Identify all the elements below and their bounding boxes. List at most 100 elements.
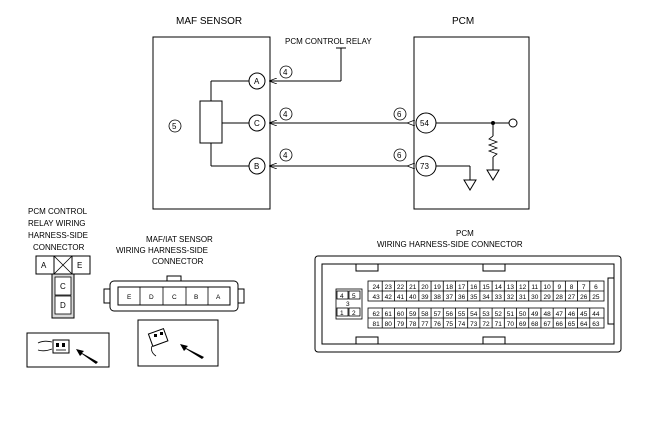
svg-text:A: A bbox=[254, 77, 260, 86]
pcm-pin-10: 10 bbox=[543, 284, 551, 291]
pcm-pin-7: 7 bbox=[582, 284, 586, 291]
pcm-pin-8: 8 bbox=[570, 284, 574, 291]
pcm-pin-69: 69 bbox=[519, 321, 527, 328]
pcm-pin-63: 63 bbox=[592, 321, 600, 328]
maf-sensor-title: MAF SENSOR bbox=[176, 16, 242, 27]
pcm-pin-39: 39 bbox=[421, 294, 429, 301]
pcm-pin-73: 73 bbox=[470, 321, 478, 328]
pcm-pin-71: 71 bbox=[495, 321, 503, 328]
pcm-pin-11: 11 bbox=[531, 284, 538, 291]
pcm-pin-12: 12 bbox=[519, 284, 527, 291]
svg-text:4: 4 bbox=[283, 110, 288, 119]
pcm-pin-25: 25 bbox=[592, 294, 600, 301]
callout-6-c bbox=[393, 107, 407, 121]
pcm-pin-70: 70 bbox=[507, 321, 515, 328]
maf-pin-b: B bbox=[194, 294, 198, 301]
pcm-pin-46: 46 bbox=[568, 311, 576, 318]
callout-5 bbox=[168, 119, 182, 133]
pcm-pin-51: 51 bbox=[507, 311, 515, 318]
pcm-pin-49: 49 bbox=[531, 311, 539, 318]
pcm-pin-53: 53 bbox=[482, 311, 490, 318]
maf-connector-title-1: MAF/IAT SENSOR bbox=[146, 235, 213, 244]
pcm-pin-16: 16 bbox=[470, 284, 478, 291]
pcm-pin-68: 68 bbox=[531, 321, 539, 328]
svg-text:5: 5 bbox=[172, 122, 177, 131]
pcm-pin-61: 61 bbox=[385, 311, 393, 318]
svg-text:4: 4 bbox=[340, 293, 344, 300]
pcm-pin-23: 23 bbox=[385, 284, 393, 291]
pcm-pin-58: 58 bbox=[421, 311, 429, 318]
maf-terminal-a bbox=[248, 72, 266, 90]
svg-text:A: A bbox=[41, 261, 47, 270]
pcm-pin-20: 20 bbox=[421, 284, 429, 291]
pcm-pin-60: 60 bbox=[397, 311, 405, 318]
pcm-pin-31: 31 bbox=[519, 294, 527, 301]
pcm-pin-28: 28 bbox=[556, 294, 564, 301]
pcm-pin-22: 22 bbox=[397, 284, 405, 291]
svg-text:E: E bbox=[77, 261, 82, 270]
svg-text:4: 4 bbox=[283, 151, 288, 160]
pcm-pin-47: 47 bbox=[556, 311, 564, 318]
pcm-pin-78: 78 bbox=[409, 321, 417, 328]
pcm-pin-21: 21 bbox=[409, 284, 417, 291]
pcm-connector-title-1: PCM bbox=[456, 229, 474, 238]
relay-connector-title-3: HARNESS-SIDE bbox=[28, 231, 88, 240]
pcm-pin-80: 80 bbox=[385, 321, 393, 328]
pcm-pin-29: 29 bbox=[543, 294, 551, 301]
view-arrow-icon bbox=[180, 344, 204, 359]
pcm-pin-35: 35 bbox=[470, 294, 478, 301]
pcm-pin-37: 37 bbox=[446, 294, 454, 301]
pull-resistor bbox=[487, 135, 499, 158]
pcm-pin-76: 76 bbox=[434, 321, 442, 328]
pcm-pin-52: 52 bbox=[495, 311, 503, 318]
svg-text:6: 6 bbox=[397, 151, 402, 160]
pcm-pin-30: 30 bbox=[531, 294, 539, 301]
relay-connector-section: PCM CONTROL RELAY WIRING HARNESS-SIDE CO… bbox=[26, 207, 110, 368]
pcm-pin-6: 6 bbox=[594, 284, 598, 291]
pcm-pin-41: 41 bbox=[397, 294, 405, 301]
pcm-pin-18: 18 bbox=[446, 284, 454, 291]
relay-view-icon-frame bbox=[26, 332, 110, 368]
maf-pin-c: C bbox=[172, 294, 177, 301]
pcm-pin-17: 17 bbox=[458, 284, 466, 291]
pcm-pin-43: 43 bbox=[372, 294, 380, 301]
pcm-connector-outer bbox=[314, 255, 622, 353]
callout-4-c bbox=[279, 107, 293, 121]
relay-pin-d-cell bbox=[54, 295, 72, 315]
pcm-pin-74: 74 bbox=[458, 321, 466, 328]
pcm-pin-44: 44 bbox=[592, 311, 600, 318]
relay-connector-title-1: PCM CONTROL bbox=[28, 207, 88, 216]
pcm-pin-54: 54 bbox=[470, 311, 478, 318]
maf-terminal-b bbox=[248, 157, 266, 175]
maf-pin-d: D bbox=[149, 294, 154, 301]
ground-symbol-1 bbox=[486, 169, 500, 181]
view-arrow-icon bbox=[76, 349, 98, 364]
pcm-title: PCM bbox=[452, 16, 474, 27]
maf-connector-title-3: CONNECTOR bbox=[152, 257, 204, 266]
pcm-pin-40: 40 bbox=[409, 294, 417, 301]
maf-connector-section: MAF/IAT SENSOR WIRING HARNESS-SIDE CONNE… bbox=[103, 235, 245, 367]
svg-text:5: 5 bbox=[352, 293, 356, 300]
pcm-pin-42: 42 bbox=[385, 294, 393, 301]
pcm-pin-9: 9 bbox=[557, 284, 561, 291]
pcm-pin-62: 62 bbox=[372, 311, 380, 318]
pcm-pin-50: 50 bbox=[519, 311, 527, 318]
schematic: MAF SENSOR PCM PCM CONTROL RELAY 5 A C B… bbox=[152, 16, 530, 210]
pcm-pin-72: 72 bbox=[482, 321, 490, 328]
pcm-pin-33: 33 bbox=[495, 294, 503, 301]
sensor-element bbox=[199, 100, 223, 144]
svg-text:6: 6 bbox=[397, 110, 402, 119]
maf-pin-row bbox=[117, 286, 231, 306]
connector-view-icon bbox=[147, 327, 169, 357]
maf-terminal-c bbox=[248, 114, 266, 132]
maf-view-icon-frame bbox=[137, 319, 219, 367]
svg-text:D: D bbox=[60, 301, 66, 310]
pcm-pin-65: 65 bbox=[568, 321, 576, 328]
relay-pin-c-cell bbox=[54, 276, 72, 296]
pcm-pin-24: 24 bbox=[372, 284, 380, 291]
maf-pin-e: E bbox=[127, 294, 132, 301]
relay-connector-title-2: RELAY WIRING bbox=[28, 219, 86, 228]
pcm-pin-66: 66 bbox=[556, 321, 564, 328]
svg-text:3: 3 bbox=[346, 301, 350, 308]
pcm-pin-55: 55 bbox=[458, 311, 466, 318]
